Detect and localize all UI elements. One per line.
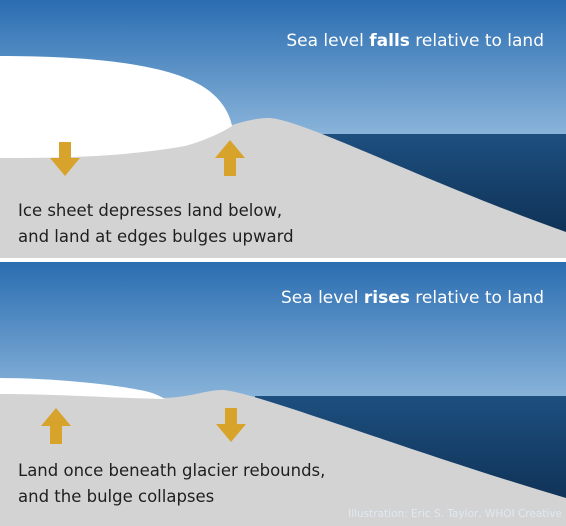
illustration-credit: Illustration: Eric S. Taylor, WHOI Creat… xyxy=(348,508,562,520)
diagram-falls xyxy=(0,0,566,258)
up-arrow-icon xyxy=(215,140,245,176)
caption-line: Land once beneath glacier rebounds, xyxy=(18,461,326,480)
ice-sheet xyxy=(0,56,232,158)
caption-line: and the bulge collapses xyxy=(18,487,215,506)
up-arrow-icon xyxy=(41,408,71,444)
panel-title: Sea level rises relative to land xyxy=(281,288,544,308)
down-arrow-icon xyxy=(216,408,246,442)
caption-line: and land at edges bulges upward xyxy=(18,227,294,246)
diagram-rises xyxy=(0,262,566,526)
panel-caption: Land once beneath glacier rebounds, and … xyxy=(18,458,325,510)
panel-title: Sea level falls relative to land xyxy=(286,31,544,51)
panel-sea-level-rises: Sea level rises relative to land Land on… xyxy=(0,262,566,526)
land xyxy=(0,390,566,526)
panel-caption: Ice sheet depresses land below, and land… xyxy=(18,198,294,250)
land xyxy=(0,118,566,258)
panel-sea-level-falls: Sea level falls relative to land Ice she… xyxy=(0,0,566,258)
ice-sheet xyxy=(0,378,165,399)
down-arrow-icon xyxy=(50,142,80,176)
caption-line: Ice sheet depresses land below, xyxy=(18,201,283,220)
